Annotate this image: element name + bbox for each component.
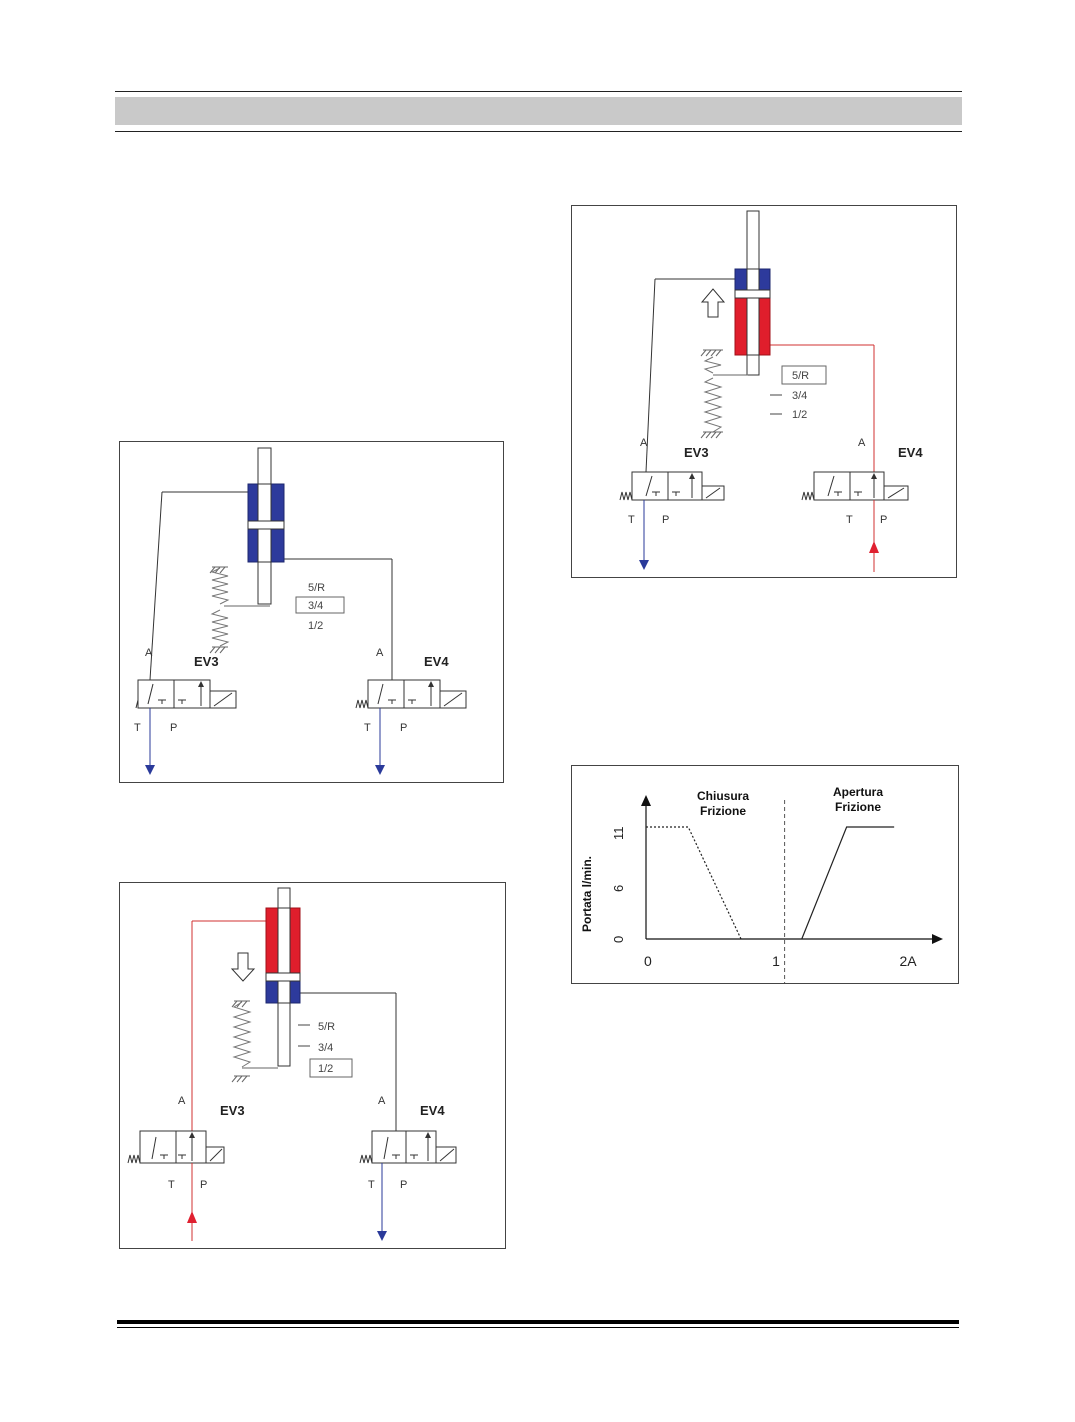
- x-axis-arrow-icon: [932, 934, 943, 944]
- port-t-label: T: [628, 514, 635, 526]
- gear-label-12: 1/2: [308, 620, 323, 632]
- header-bottom-rule: [115, 131, 962, 132]
- flow-chart-frame: Portata l/min. 0 6 11 0 1 2A Chiusura Fr…: [571, 765, 959, 984]
- port-t-label: T: [134, 722, 141, 734]
- arrow-up-icon: [869, 541, 879, 553]
- spring-anchor-icon: [231, 1075, 250, 1083]
- annotation-opening-line1: Apertura: [833, 785, 883, 799]
- ev3-label: EV3: [194, 654, 219, 669]
- port-a-label: A: [858, 437, 866, 449]
- valve-ev3: [127, 1130, 225, 1164]
- spring-anchor-icon: [209, 646, 228, 654]
- footer-thin-rule: [117, 1327, 959, 1328]
- piston-head: [265, 972, 301, 982]
- arrow-down-outline-icon: [230, 952, 256, 982]
- y-axis-arrow-icon: [641, 795, 651, 806]
- annotation-opening-line2: Frizione: [835, 800, 881, 814]
- port-a-label: A: [178, 1095, 186, 1107]
- y-tick-label: 0: [611, 936, 626, 943]
- arrow-down-icon: [375, 765, 385, 775]
- piston-rod-inner: [277, 907, 291, 1004]
- spring-icon: [232, 1001, 252, 1068]
- port-t-label: T: [846, 514, 853, 526]
- spring-icon: [210, 567, 230, 605]
- arrow-down-icon: [145, 765, 155, 775]
- port-a-label: A: [378, 1095, 386, 1107]
- footer-thick-rule: [117, 1320, 959, 1324]
- annotation-closing-line1: Chiusura: [697, 789, 749, 803]
- gear-label-34: 3/4: [308, 600, 323, 612]
- arrow-up-outline-icon: [700, 288, 726, 318]
- series-line-1: [646, 826, 742, 940]
- spring-anchor-icon: [209, 566, 228, 574]
- gear-label-12: 1/2: [318, 1063, 333, 1075]
- spring-anchor-icon: [231, 1000, 250, 1008]
- piston-head: [734, 289, 771, 299]
- annotation-closing-line2: Frizione: [700, 804, 746, 818]
- spring-icon: [703, 377, 723, 433]
- gear-label-5r: 5/R: [792, 370, 809, 382]
- gear-selected-box: [309, 1058, 353, 1078]
- spring-icon: [210, 609, 230, 647]
- port-p-label: P: [880, 514, 887, 526]
- flow-rate-chart: Portata l/min. 0 6 11 0 1 2A Chiusura Fr…: [580, 785, 943, 983]
- valve-ev4: [355, 679, 467, 709]
- gear-label-12: 1/2: [792, 409, 807, 421]
- port-p-label: P: [400, 722, 407, 734]
- port-t-label: T: [364, 722, 371, 734]
- piston-rod-inner: [746, 268, 760, 356]
- x-tick-label: 0: [644, 953, 652, 969]
- piston-head: [247, 520, 285, 530]
- x-tick-label: 1: [772, 953, 780, 969]
- spring-icon: [703, 356, 722, 374]
- hydraulic-diagram-engage: 5/R 3/4 1/2 A EV3 A EV4 T P T P: [127, 887, 457, 1241]
- hydraulic-diagram-neutral: 5/R 3/4 1/2 A EV3 A EV4 T P T P: [134, 447, 467, 775]
- y-tick-label: 6: [611, 885, 626, 892]
- ev4-label: EV4: [420, 1103, 445, 1118]
- port-p-label: P: [662, 514, 669, 526]
- diagram-release-frame: 5/R 3/4 1/2 A EV3 A EV4 T P T P: [571, 205, 957, 578]
- valve-ev4: [359, 1130, 457, 1164]
- valve-ev4: [801, 471, 909, 501]
- y-axis-label: Portata l/min.: [580, 856, 594, 932]
- pipe: [149, 491, 163, 681]
- gear-selected-box: [781, 365, 827, 385]
- ev4-label: EV4: [424, 654, 449, 669]
- x-tick-label: 2A: [899, 953, 917, 969]
- valve-ev3: [619, 471, 725, 501]
- y-tick-label: 11: [611, 827, 626, 841]
- port-a-label: A: [640, 437, 648, 449]
- series-line-2: [801, 826, 895, 940]
- port-t-label: T: [368, 1179, 375, 1191]
- gear-label-34: 3/4: [792, 390, 807, 402]
- ev4-label: EV4: [898, 445, 923, 460]
- valve-ev3: [135, 679, 237, 709]
- gear-label-34: 3/4: [318, 1042, 333, 1054]
- header-top-rule: [115, 91, 962, 92]
- port-p-label: P: [170, 722, 177, 734]
- ev3-label: EV3: [220, 1103, 245, 1118]
- gear-label-5r: 5/R: [318, 1021, 335, 1033]
- arrow-down-icon: [639, 560, 649, 570]
- port-p-label: P: [200, 1179, 207, 1191]
- header-bar: [115, 97, 962, 125]
- ev3-label: EV3: [684, 445, 709, 460]
- port-a-label: A: [376, 647, 384, 659]
- port-p-label: P: [400, 1179, 407, 1191]
- spring-anchor-icon: [700, 349, 723, 357]
- port-t-label: T: [168, 1179, 175, 1191]
- diagram-engage-frame: 5/R 3/4 1/2 A EV3 A EV4 T P T P: [119, 882, 506, 1249]
- hydraulic-diagram-release: 5/R 3/4 1/2 A EV3 A EV4 T P T P: [619, 210, 923, 572]
- gear-label-5r: 5/R: [308, 582, 325, 594]
- gear-selected-box: [295, 596, 345, 614]
- arrow-up-icon: [187, 1211, 197, 1223]
- port-a-label: A: [145, 647, 153, 659]
- diagram-neutral-frame: 5/R 3/4 1/2 A EV3 A EV4 T P T P: [119, 441, 504, 783]
- series-layer: [646, 826, 895, 940]
- arrow-down-icon: [377, 1231, 387, 1241]
- pipe: [645, 278, 656, 473]
- spring-anchor-icon: [700, 431, 723, 439]
